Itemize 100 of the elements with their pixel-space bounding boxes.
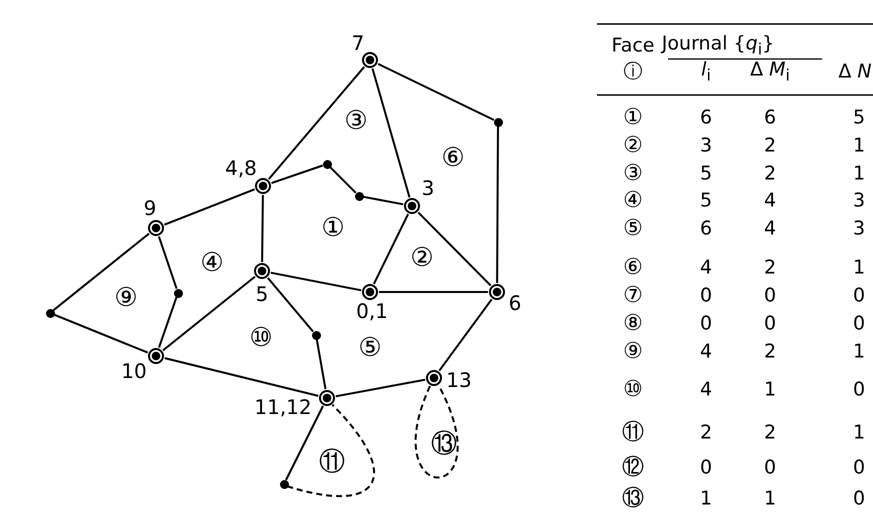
face-number: ③ [623, 163, 643, 185]
edge-line [330, 166, 356, 194]
column-header: Journal {q$_{i}$} [662, 34, 774, 58]
table-value: 3 [852, 220, 866, 238]
face-number: ① [623, 107, 643, 129]
vertex-label: 4,8 [225, 158, 257, 178]
dashed-edge [286, 404, 375, 497]
table-value: 4 [764, 220, 776, 238]
face-number: ⑩ [249, 325, 273, 351]
table-value: 1 [852, 424, 866, 442]
table-value: 1 [852, 136, 866, 156]
table-value: 0 [764, 314, 776, 334]
junction-dot [494, 118, 502, 126]
vertex-label: 5 [256, 284, 268, 304]
table-value: 0 [852, 458, 866, 478]
table-value: 2 [700, 424, 712, 442]
edge-line [363, 196, 404, 206]
edge-line [52, 232, 150, 311]
table-value: 4 [700, 258, 712, 278]
face-number: ⑩ [623, 379, 643, 401]
table-value: 5 [852, 108, 866, 128]
vertex-marker [488, 284, 504, 300]
vertex-marker [362, 52, 378, 68]
table-value: 6 [700, 108, 712, 128]
junction-dot [174, 288, 182, 298]
table-value: 1 [852, 342, 866, 362]
vertex-label: 3 [422, 178, 434, 198]
junction-dot [46, 308, 54, 318]
face-number: ⑪ [319, 449, 345, 475]
column-header: l$_{i}$ [701, 60, 711, 84]
table-value: 0 [764, 286, 776, 306]
table-value: 6 [700, 220, 712, 238]
edge-line [378, 63, 494, 121]
edge-line [271, 164, 324, 184]
table-value: 0 [852, 314, 866, 334]
face-number: ④ [623, 190, 643, 212]
table-value: 4 [700, 342, 712, 362]
edge-line [164, 357, 319, 397]
vertex-label: 9 [144, 198, 156, 218]
edge-line [270, 272, 362, 292]
table-value: 2 [764, 164, 776, 184]
junction-dot [354, 192, 364, 200]
edge-line [496, 126, 499, 283]
table-value: 0 [764, 458, 776, 478]
edge-line [268, 66, 365, 180]
vertex-label: 0,1 [356, 301, 388, 321]
face-number: ④ [200, 250, 224, 276]
dashed-edge [414, 386, 458, 478]
face-number: ⑨ [114, 285, 138, 311]
edge-line [54, 314, 148, 354]
edge-line [158, 296, 178, 348]
junction-dot [312, 330, 320, 340]
face-number: ⑬ [431, 431, 457, 457]
table-value: 1 [700, 490, 712, 508]
table-value: 4 [700, 380, 712, 400]
vertex-marker [362, 284, 378, 300]
table-value: 3 [700, 136, 712, 156]
edge-line [261, 194, 264, 262]
face-number: ② [623, 135, 643, 157]
vertex-marker [426, 370, 442, 386]
vertex-marker [254, 262, 270, 278]
table-value: 5 [700, 192, 712, 210]
vertex-marker [404, 198, 420, 214]
table-value: 3 [852, 192, 866, 210]
vertex-label: 7 [352, 33, 364, 53]
vertex-marker [254, 178, 270, 194]
table-value: 1 [852, 258, 866, 278]
face-number: ⑥ [623, 257, 643, 279]
face-number: ⑧ [623, 313, 643, 335]
column-header: Δ N [838, 62, 872, 82]
edge-line [418, 212, 492, 286]
table-value: 6 [764, 108, 776, 128]
table-value: 1 [764, 490, 776, 508]
edge-line [336, 378, 426, 398]
face-number: ② [410, 245, 434, 271]
table-value: 4 [764, 192, 776, 210]
table-value: 1 [764, 380, 776, 400]
vertex-label: 11,12 [254, 397, 312, 417]
table-value: 2 [764, 424, 776, 442]
vertex-marker [148, 220, 164, 236]
edge-line [162, 276, 256, 352]
edge-line [372, 68, 410, 198]
vertex-label: 10 [121, 361, 147, 381]
face-number: ⑤ [358, 335, 382, 361]
face-number: ⑪ [622, 422, 644, 444]
vertex-marker [318, 390, 334, 406]
edge-line [158, 236, 178, 290]
vertex-label: 6 [508, 293, 522, 313]
column-header: Δ M$_{i}$ [750, 60, 790, 84]
column-header: ⓘ [624, 62, 642, 82]
vertex-label: 13 [446, 370, 472, 390]
column-header: Face [612, 36, 654, 56]
table-value: 0 [852, 286, 866, 306]
edge-line [267, 277, 314, 332]
face-number: ⑨ [623, 341, 643, 363]
face-number: ⑬ [622, 488, 644, 510]
table-value: 0 [700, 458, 712, 478]
table-value: 0 [700, 314, 712, 334]
table-value: 2 [764, 136, 776, 156]
table-value: 1 [852, 164, 866, 184]
